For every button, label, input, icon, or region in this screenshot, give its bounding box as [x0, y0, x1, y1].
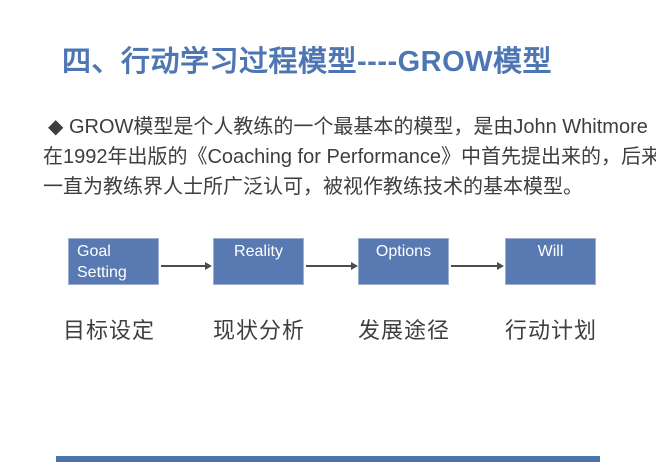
arrow-right-icon	[306, 262, 358, 270]
arrow-right-icon	[161, 262, 212, 270]
paragraph-line: ◆ GROW模型是个人教练的一个最基本的模型，是由John Whitmore	[48, 116, 648, 138]
paragraph-line: 在1992年出版的《Coaching for Performance》中首先提出…	[43, 146, 656, 168]
flow-label-will: 行动计划	[504, 318, 597, 343]
page-title: 四、行动学习过程模型----GROW模型	[62, 46, 553, 78]
flow-label-options: 发展途径	[357, 318, 450, 343]
flow-label-goal-setting: 目标设定	[62, 318, 155, 343]
flow-box-options: Options	[358, 238, 449, 285]
flow-box-goal-setting: Goal Setting	[68, 238, 159, 285]
bottom-bar	[56, 456, 600, 462]
flow-label-reality: 现状分析	[212, 318, 305, 343]
flow-box-reality: Reality	[213, 238, 304, 285]
paragraph-line: 一直为教练界人士所广泛认可，被视作教练技术的基本模型。	[43, 176, 583, 198]
arrow-right-icon	[451, 262, 504, 270]
intro-paragraph: ◆ GROW模型是个人教练的一个最基本的模型，是由John Whitmore 在…	[43, 112, 656, 202]
flow-box-will: Will	[505, 238, 596, 285]
